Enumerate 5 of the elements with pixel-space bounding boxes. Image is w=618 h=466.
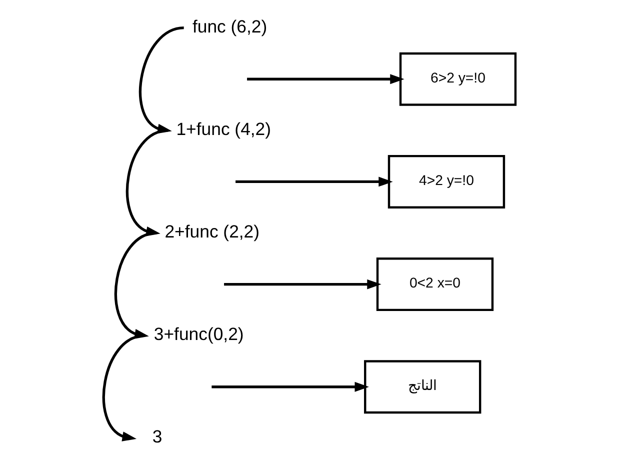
node-text: 2+func (2,2) [164, 221, 260, 242]
node-text: 3 [152, 426, 162, 447]
node-text: 3+func(0,2) [153, 324, 244, 344]
node-text: func (6,2) [192, 16, 267, 36]
node-text: 1+func (4,2) [176, 118, 271, 139]
